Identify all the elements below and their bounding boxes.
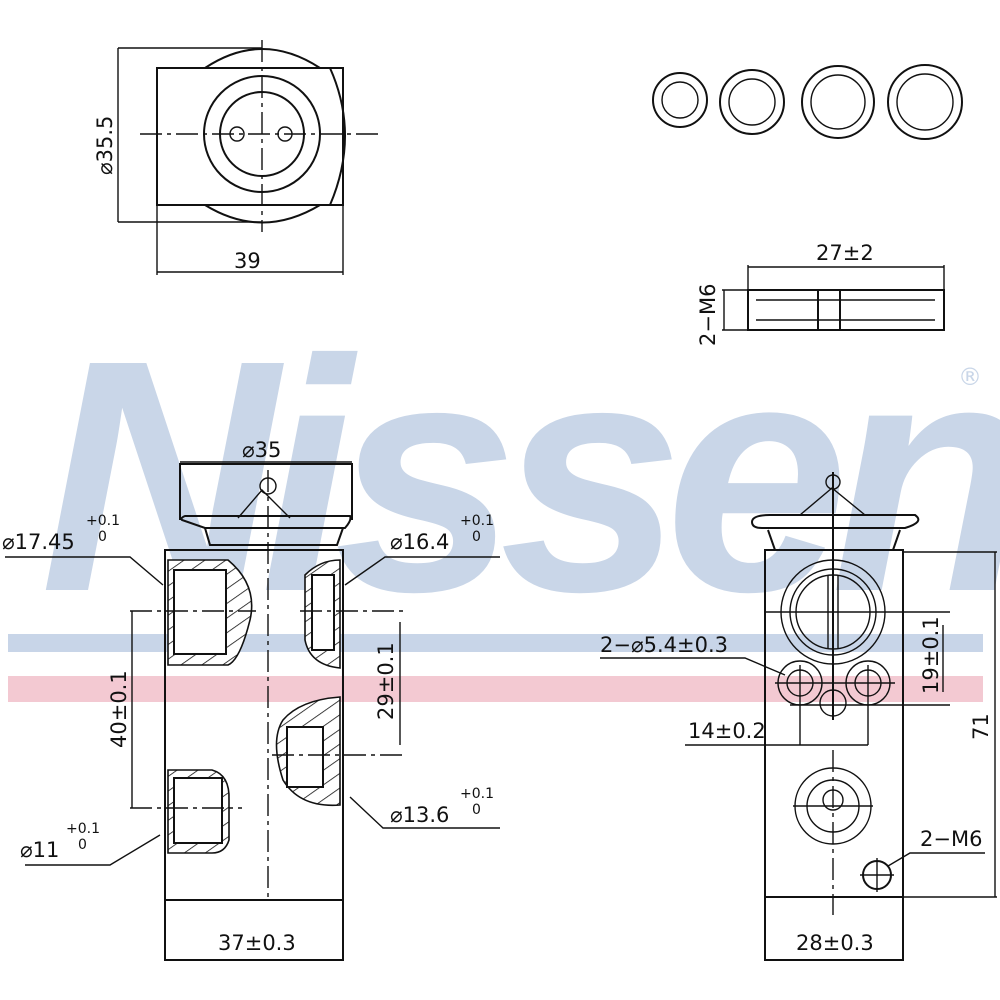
o-ring-4: [887, 64, 963, 140]
o-ring-1: [652, 72, 708, 128]
side-width-label: 37±0.3: [218, 931, 296, 955]
port4-tol-lower: 0: [78, 837, 87, 853]
hole-spacing-label: 14±0.2: [688, 719, 766, 743]
front-thread-label: 2−M6: [920, 827, 982, 851]
o-rings: [652, 64, 963, 140]
port1-diameter: ⌀17.45: [2, 530, 75, 554]
watermark-stripe-blue: [8, 634, 983, 652]
o-ring-2: [719, 69, 785, 135]
port2-tol-lower: 0: [472, 529, 481, 545]
port2-tol-upper: +0.1: [460, 513, 494, 529]
vertical-offset-label: 19±0.1: [919, 616, 943, 694]
front-view: 2−⌀5.4±0.3 14±0.2 19±0.1 71 2−M6 28±0.3: [600, 472, 997, 961]
port4-diameter: ⌀11: [20, 838, 59, 862]
left-spacing-label: 40±0.1: [107, 670, 131, 748]
front-width-label: 28±0.3: [796, 931, 874, 955]
connector-length-label: 27±2: [816, 241, 874, 265]
registered-mark: ®: [958, 363, 982, 391]
port3-tol-lower: 0: [472, 802, 481, 818]
side-view: ⌀35 ⌀17.45 +0.1 0 ⌀16.4 +0.1 0 ⌀13.6 +0.…: [2, 438, 500, 961]
watermark: Nissens ®: [8, 291, 1000, 702]
o-ring-3: [801, 65, 875, 139]
height-label: 71: [969, 713, 993, 740]
watermark-stripe-pink: [8, 676, 983, 702]
port3-tol-upper: +0.1: [460, 786, 494, 802]
port3-diameter: ⌀13.6: [390, 803, 449, 827]
port1-tol-lower: 0: [98, 529, 107, 545]
top-width-label: 39: [234, 249, 261, 273]
m6-hole: [860, 858, 894, 892]
top-view: ⌀35.5 39: [93, 40, 380, 275]
right-spacing-label: 29±0.1: [374, 642, 398, 720]
port1-tol-upper: +0.1: [86, 513, 120, 529]
connector-thread-label: 2−M6: [696, 284, 720, 346]
holes-label: 2−⌀5.4±0.3: [600, 633, 728, 657]
side-top-diameter: ⌀35: [242, 438, 281, 462]
top-diameter-label: ⌀35.5: [93, 116, 117, 175]
port4-tol-upper: +0.1: [66, 821, 100, 837]
port2-diameter: ⌀16.4: [390, 530, 449, 554]
connector-view: 27±2 2−M6: [696, 241, 945, 346]
